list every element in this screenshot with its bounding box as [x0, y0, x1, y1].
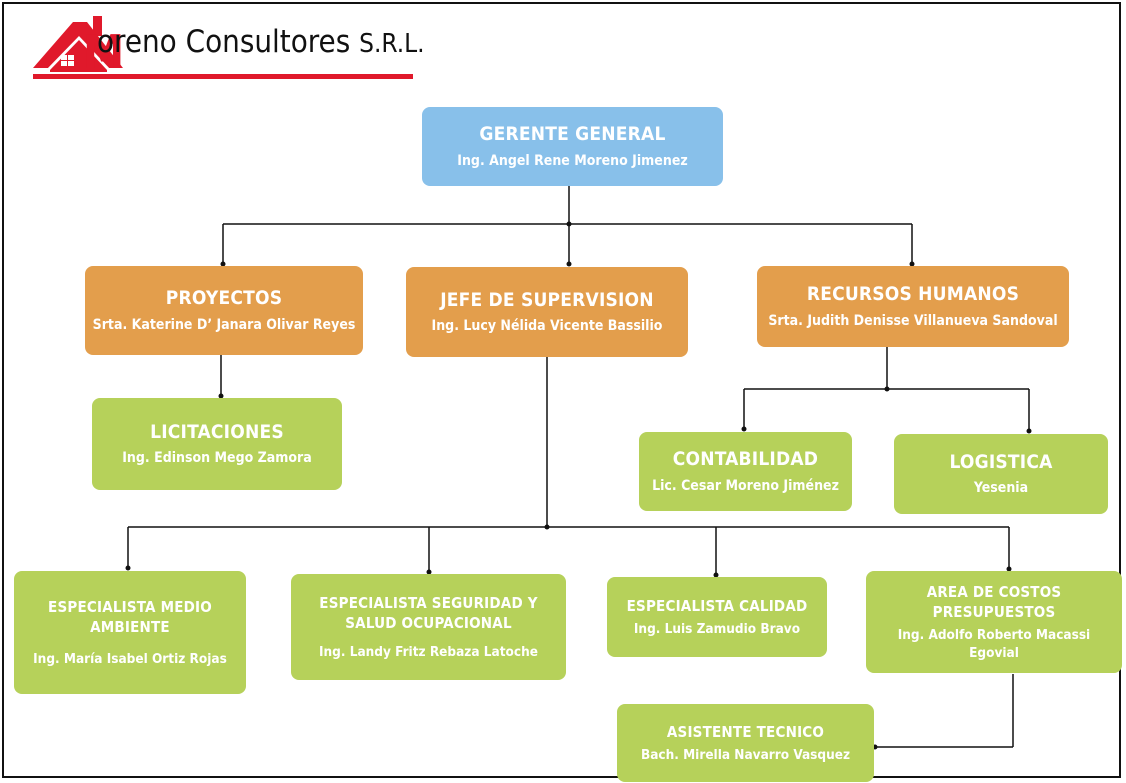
node-title: JEFE DE SUPERVISION	[440, 288, 654, 311]
house-icon: M	[33, 16, 124, 79]
node-asistente-tecnico: ASISTENTE TECNICO Bach. Mirella Navarro …	[617, 704, 874, 782]
company-name: oreno Consultores S.R.L.	[97, 24, 425, 60]
node-title: RECURSOS HUMANOS	[806, 283, 1020, 306]
node-contabilidad: CONTABILIDAD Lic. Cesar Moreno Jiménez	[639, 432, 852, 511]
node-especialista-seguridad: ESPECIALISTA SEGURIDAD Y SALUD OCUPACION…	[291, 574, 566, 680]
node-person: Ing. Luis Zamudio Bravo	[633, 621, 801, 638]
node-person: Ing. Angel Rene Moreno Jimenez	[457, 152, 688, 169]
logo-initial: M	[83, 25, 124, 79]
node-recursos-humanos: RECURSOS HUMANOS Srta. Judith Denisse Vi…	[757, 266, 1069, 347]
node-title: ASISTENTE TECNICO	[666, 722, 825, 741]
node-person: Ing. Landy Fritz Rebaza Latoche	[319, 644, 538, 661]
node-title: GERENTE GENERAL	[479, 123, 666, 146]
node-person: Ing. Adolfo Roberto Macassi Egovial	[897, 627, 1091, 662]
node-title: ESPECIALISTA SEGURIDAD Y SALUD OCUPACION…	[319, 593, 538, 632]
node-title: PROYECTOS	[165, 287, 283, 310]
node-especialista-medio-ambiente: ESPECIALISTA MEDIO AMBIENTE Ing. María I…	[14, 571, 246, 694]
node-person: Ing. Edinson Mego Zamora	[122, 450, 312, 467]
node-title: ESPECIALISTA MEDIO AMBIENTE	[48, 598, 212, 637]
node-person: Lic. Cesar Moreno Jiménez	[652, 477, 839, 494]
node-proyectos: PROYECTOS Srta. Katerine D’ Janara Oliva…	[85, 266, 363, 355]
node-person: Srta. Judith Denisse Villanueva Sandoval	[768, 312, 1058, 329]
node-person: Ing. María Isabel Ortiz Rojas	[33, 650, 227, 667]
node-jefe-supervision: JEFE DE SUPERVISION Ing. Lucy Nélida Vic…	[406, 267, 688, 357]
node-title: AREA DE COSTOS PRESUPUESTOS	[926, 582, 1062, 621]
node-logistica: LOGISTICA Yesenia	[894, 434, 1108, 514]
node-person: Yesenia	[973, 480, 1029, 497]
node-gerente-general: GERENTE GENERAL Ing. Angel Rene Moreno J…	[422, 107, 723, 186]
node-especialista-calidad: ESPECIALISTA CALIDAD Ing. Luis Zamudio B…	[607, 577, 827, 657]
node-licitaciones: LICITACIONES Ing. Edinson Mego Zamora	[92, 398, 342, 490]
node-title: LOGISTICA	[949, 450, 1053, 473]
node-person: Ing. Lucy Nélida Vicente Bassilio	[431, 318, 663, 335]
logo-underline	[33, 74, 413, 79]
node-area-costos: AREA DE COSTOS PRESUPUESTOS Ing. Adolfo …	[866, 571, 1122, 673]
node-person: Srta. Katerine D’ Janara Olivar Reyes	[92, 316, 356, 333]
node-title: ESPECIALISTA CALIDAD	[626, 596, 808, 615]
node-title: CONTABILIDAD	[672, 448, 819, 471]
node-person: Bach. Mirella Navarro Vasquez	[640, 747, 851, 764]
node-title: LICITACIONES	[150, 420, 284, 443]
